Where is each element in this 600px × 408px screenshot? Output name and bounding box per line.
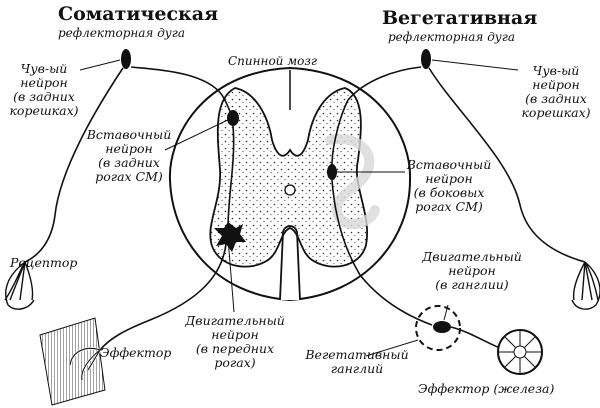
- sensory-fiber-right-periphery: [428, 67, 586, 263]
- leader-lines: [79, 59, 519, 357]
- vegetative-title: Вегетативная: [382, 7, 538, 29]
- receptor-shape: [4, 261, 35, 310]
- vegetative-subtitle: рефлекторная дуга: [388, 30, 515, 44]
- motor-neuron-body-left: [214, 222, 246, 252]
- interneuron-left-line-1: Вставочный: [86, 127, 172, 142]
- interneuron-body-right: [327, 164, 337, 180]
- interneuron-label-left: Вставочный нейрон (в задних рогах СМ): [86, 128, 172, 184]
- sensory-right-line-1: Чув-ый: [532, 63, 580, 78]
- motor-neuron-label-right: Двигательный нейрон (в ганглии): [420, 250, 524, 292]
- effector-gland: [497, 329, 543, 375]
- grey-matter: [209, 87, 368, 268]
- motor-right-line-3: (в ганглии): [435, 277, 509, 292]
- interneuron-label-right: Вставочный нейрон (в боковых рогах СМ): [404, 158, 494, 214]
- effector-label: Эффектор: [100, 345, 172, 360]
- motor-right-line-1: Двигательный: [422, 249, 522, 264]
- motor-neuron-label-left: Двигательный нейрон (в передних рогах): [180, 314, 290, 370]
- effector-gland-label: Эффектор (железа): [418, 381, 555, 396]
- interneuron-right-line-1: Вставочный: [406, 157, 492, 172]
- interneuron-fiber-right: [331, 179, 433, 326]
- sensory-left-line-2: нейрон: [20, 75, 68, 90]
- sensory-left-line-3: (в задних: [13, 89, 75, 104]
- effector-muscle: [39, 317, 106, 406]
- somatic-title: Соматическая: [58, 3, 219, 25]
- receptor-label: Рецептор: [10, 255, 78, 270]
- sensory-neuron-body-left: [121, 49, 131, 69]
- interneuron-left-line-3: (в задних: [98, 155, 160, 170]
- interneuron-right-line-2: нейрон: [425, 171, 473, 186]
- ganglion-line-2: ганглий: [330, 361, 384, 376]
- ganglion-line-1: Вегетативный: [305, 347, 409, 362]
- motor-right-line-2: нейрон: [448, 263, 496, 278]
- sensory-fiber-left-central: [130, 66, 233, 117]
- sensory-fiber-left-periphery: [24, 67, 124, 263]
- motor-left-line-4: рогах): [214, 355, 256, 370]
- watermark-mark: [325, 134, 380, 229]
- sensory-left-line-1: Чув-ый: [20, 61, 68, 76]
- sensory-neuron-label-left: Чув-ый нейрон (в задних корешках): [8, 62, 80, 118]
- ganglion-label: Вегетативный ганглий: [302, 348, 412, 376]
- motor-fiber-left: [99, 243, 227, 351]
- receptor-shape-right: [571, 261, 600, 310]
- interneuron-fiber-left: [227, 125, 235, 229]
- interneuron-left-line-4: рогах СМ): [95, 169, 163, 184]
- motor-neuron-body-right: [433, 321, 451, 333]
- sensory-right-line-4: корешках): [521, 105, 591, 120]
- interneuron-body-left: [227, 110, 239, 126]
- ganglion-circle: [415, 305, 461, 351]
- spinal-cord-label: Спинной мозг: [228, 54, 317, 68]
- sensory-neuron-body-right: [421, 49, 431, 69]
- sensory-left-line-4: корешках): [9, 103, 79, 118]
- somatic-subtitle: рефлекторная дуга: [58, 26, 185, 40]
- interneuron-right-line-4: рогах СМ): [415, 199, 483, 214]
- motor-fiber-right: [450, 326, 501, 349]
- interneuron-right-line-3: (в боковых: [413, 185, 485, 200]
- motor-left-line-1: Двигательный: [185, 313, 285, 328]
- sensory-neuron-label-right: Чув-ый нейрон (в задних корешках): [516, 64, 596, 120]
- sensory-fiber-right-central: [331, 66, 422, 166]
- motor-left-line-3: (в передних: [195, 341, 275, 356]
- interneuron-left-line-2: нейрон: [105, 141, 153, 156]
- sensory-right-line-2: нейрон: [532, 77, 580, 92]
- central-canal: [284, 184, 296, 196]
- sensory-right-line-3: (в задних: [525, 91, 587, 106]
- motor-left-line-2: нейрон: [211, 327, 259, 342]
